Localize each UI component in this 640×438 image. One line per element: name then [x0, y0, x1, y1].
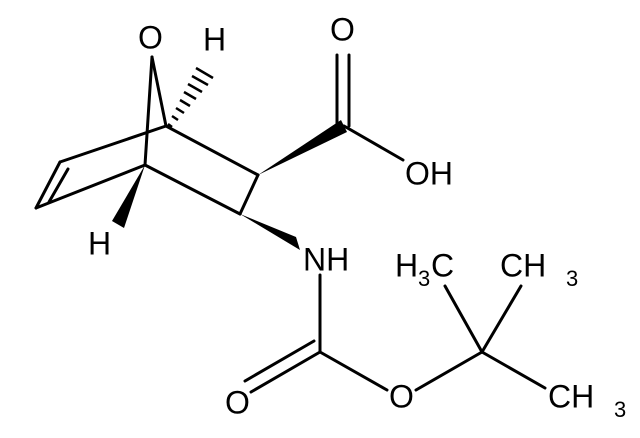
svg-text:C: C — [431, 247, 454, 283]
atom-hydrogen-top: H — [203, 21, 226, 57]
methyl-group-top-right: CH 3 — [500, 247, 578, 290]
hashed-bond-c1-h — [167, 66, 214, 128]
bond-tbu-me-top-right — [480, 284, 523, 354]
bond-c-o-ester — [318, 350, 389, 392]
methyl-group-bottom: CH 3 — [548, 378, 626, 421]
bond-c3-c4 — [143, 163, 242, 216]
bond-o-c4 — [143, 55, 154, 167]
svg-text:CH: CH — [548, 378, 594, 414]
atom-ester-oxygen: O — [389, 378, 414, 414]
bond-tbu-me-top-left — [443, 284, 484, 354]
atom-nh: NH — [303, 241, 349, 277]
svg-text:3: 3 — [614, 397, 626, 422]
bond-c5-c6-double-a — [34, 160, 62, 210]
bond-o-c1 — [150, 55, 168, 128]
bond-c2-c3 — [238, 173, 260, 216]
svg-text:H: H — [395, 247, 418, 283]
atom-hydrogen-bottom: H — [88, 225, 111, 261]
svg-text:3: 3 — [566, 266, 578, 291]
bond-c-o-double-a — [249, 350, 322, 394]
bond-o-tbu — [414, 350, 484, 392]
atom-carbonyl-oxygen-acid: O — [330, 11, 355, 47]
svg-text:3: 3 — [418, 266, 430, 291]
bond-c-o-double-b — [243, 339, 316, 383]
methyl-group-top-left: H 3 C — [395, 247, 454, 290]
bond-c5-c6-double-b — [47, 167, 70, 204]
atom-carbonyl-oxygen-boc: O — [225, 384, 250, 420]
bond-tbu-me-bottom — [480, 350, 547, 390]
bond-cooh-c-oh — [342, 124, 405, 162]
bond-c1-c2 — [164, 124, 260, 177]
wedge-c4-h — [112, 165, 145, 228]
wedge-c3-n — [240, 214, 300, 250]
atom-bridge-oxygen: O — [138, 19, 163, 55]
svg-text:CH: CH — [500, 247, 546, 283]
wedge-c2-cooh — [258, 120, 347, 175]
bond-c4-c5 — [34, 163, 147, 210]
atom-hydroxyl: OH — [405, 155, 453, 191]
bond-c1-c6 — [58, 124, 168, 164]
